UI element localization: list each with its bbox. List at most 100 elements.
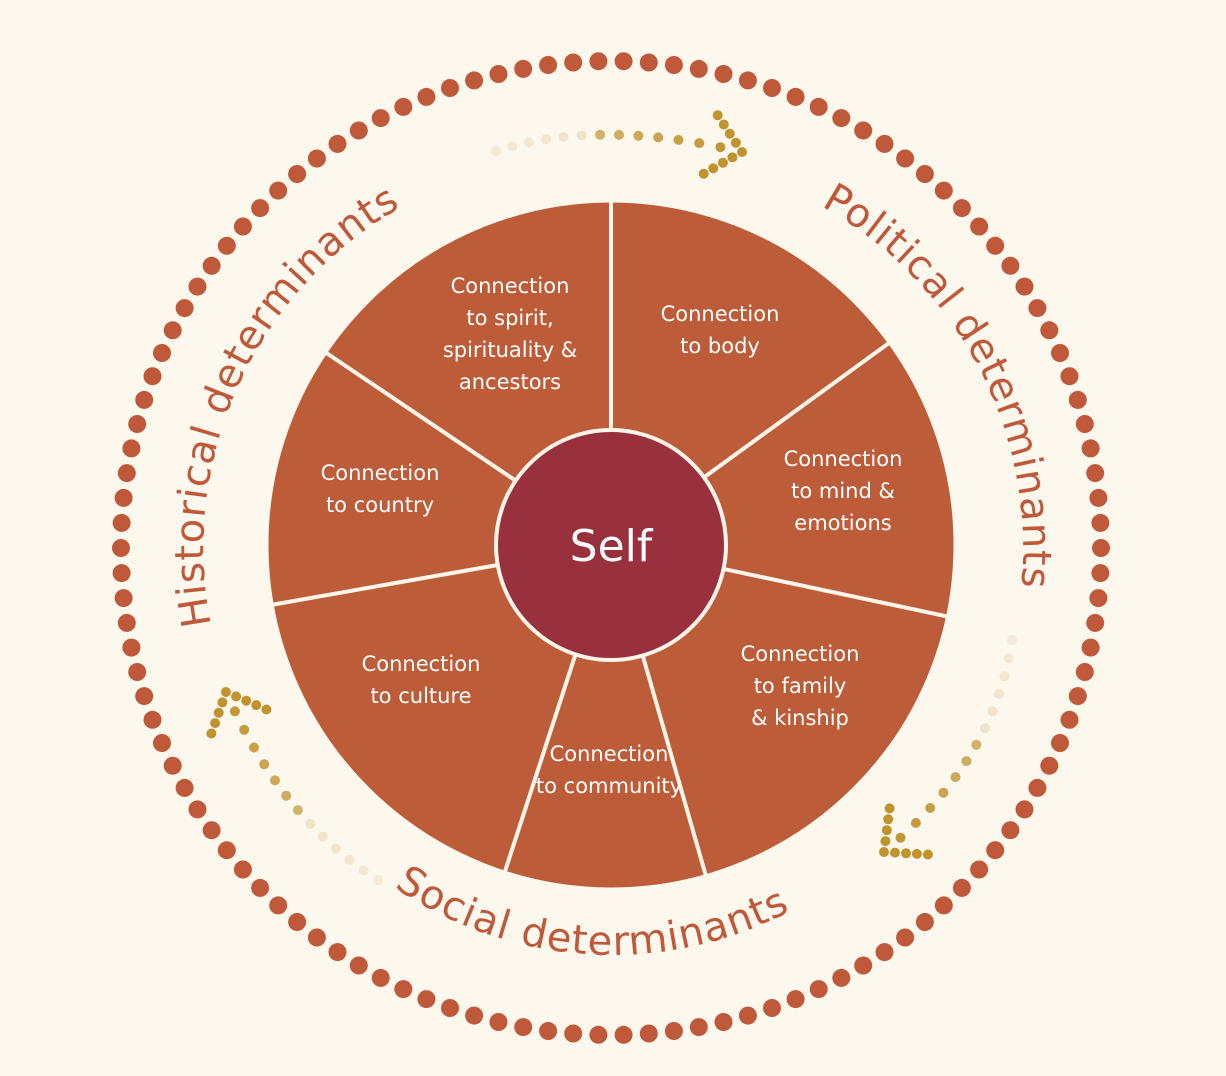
ring-dot — [1015, 800, 1034, 819]
ring-dot — [1091, 564, 1110, 583]
ring-dot — [163, 756, 182, 775]
ring-dot — [915, 165, 934, 183]
ring-dot — [135, 390, 154, 409]
ring-dot — [664, 56, 683, 74]
ring-dot — [233, 217, 252, 236]
ring-dot — [564, 53, 583, 72]
ring-dot — [809, 97, 828, 116]
ring-dot — [1001, 821, 1020, 840]
segment-label-line: & kinship — [751, 706, 849, 730]
ring-dot — [1060, 710, 1079, 729]
ring-dot — [1075, 415, 1094, 433]
segment-label-line: emotions — [794, 511, 891, 535]
ring-dot — [1086, 464, 1105, 483]
ring-dot — [307, 928, 326, 947]
segment-label-line: Connection — [321, 461, 440, 485]
ring-dot — [202, 821, 221, 840]
ring-dot — [1089, 488, 1108, 507]
segment-label-line: to community — [536, 774, 682, 798]
ring-dot — [832, 109, 851, 128]
ring-dot — [122, 638, 141, 657]
ring-dot — [122, 439, 141, 458]
segment-divider — [702, 339, 893, 480]
segment-label: Connection to culture — [362, 652, 481, 708]
dotted-outer-ring — [112, 52, 1110, 1044]
ring-dot — [112, 539, 130, 557]
ring-dot — [114, 488, 133, 507]
segment-label-line: to family — [754, 674, 847, 698]
ring-dot — [763, 79, 781, 97]
ring-dot — [986, 236, 1005, 255]
ring-dot — [514, 1018, 533, 1037]
ring-dot — [714, 65, 733, 83]
ring-dot — [441, 79, 459, 97]
ring-dot — [763, 999, 781, 1017]
ring-dot — [915, 913, 934, 931]
segment-divider — [502, 653, 578, 875]
ring-dot — [689, 1018, 708, 1037]
ring-dot — [986, 841, 1005, 860]
ring-dot — [112, 513, 131, 532]
ring-dot — [349, 956, 368, 975]
ring-dot — [417, 87, 436, 106]
ring-dot — [1092, 539, 1110, 557]
ring-dot — [153, 734, 171, 752]
ring-dot — [371, 968, 390, 987]
segment-divider — [323, 349, 517, 483]
ring-dot — [786, 990, 805, 1009]
ring-dot — [539, 56, 558, 74]
ring-dot — [1001, 256, 1020, 275]
ring-dot — [934, 896, 953, 915]
ring-dot — [854, 121, 873, 140]
segment-label-line: to culture — [370, 684, 471, 708]
dotted-arrow-icon-right — [879, 635, 1017, 860]
dotted-arrow-icon-left — [206, 687, 383, 885]
ring-dot — [328, 134, 347, 153]
self-center-label: Self — [570, 521, 654, 572]
ring-dot — [114, 589, 133, 608]
ring-dot — [896, 149, 915, 168]
ring-dot — [664, 1022, 683, 1040]
ring-dot — [1028, 778, 1047, 797]
segment-label-line: Connection — [362, 652, 481, 676]
ring-dot — [589, 1025, 608, 1044]
ring-dot — [738, 71, 757, 90]
dotted-arrow-icon-top — [491, 110, 747, 179]
segment-label-line: to country — [326, 493, 434, 517]
ring-dot — [269, 896, 288, 915]
ring-dot — [1068, 390, 1087, 409]
ring-dot — [832, 968, 851, 987]
ring-dot — [128, 663, 147, 681]
ring-dot — [188, 800, 207, 819]
ring-dot — [143, 367, 162, 386]
ring-dot — [1068, 687, 1087, 706]
segment-label-line: to mind & — [791, 479, 895, 503]
ring-dot — [349, 121, 368, 140]
ring-dot — [1086, 613, 1105, 632]
ring-dot — [1091, 513, 1110, 532]
ring-dot — [251, 878, 270, 897]
ring-dot — [233, 860, 252, 879]
segment-label-line: Connection — [784, 447, 903, 471]
ring-dot — [288, 913, 307, 931]
ring-dot — [714, 1013, 733, 1031]
ring-dot — [1075, 663, 1094, 681]
ring-dot — [614, 52, 633, 71]
ring-dot — [1040, 756, 1059, 775]
ring-dot — [1051, 344, 1069, 362]
ring-dot — [514, 59, 533, 78]
self-center-circle — [494, 428, 728, 662]
wheel-segment — [504, 545, 706, 890]
ring-dot — [934, 181, 953, 200]
ring-dot — [135, 687, 154, 706]
ring-dot — [738, 1006, 757, 1025]
ring-dot — [639, 53, 658, 72]
ring-dot — [328, 943, 347, 962]
segment-label: Connection to mind & emotions — [784, 447, 903, 535]
ring-dot — [1028, 299, 1047, 318]
ring-dot — [117, 464, 136, 483]
ring-dot — [1060, 367, 1079, 386]
